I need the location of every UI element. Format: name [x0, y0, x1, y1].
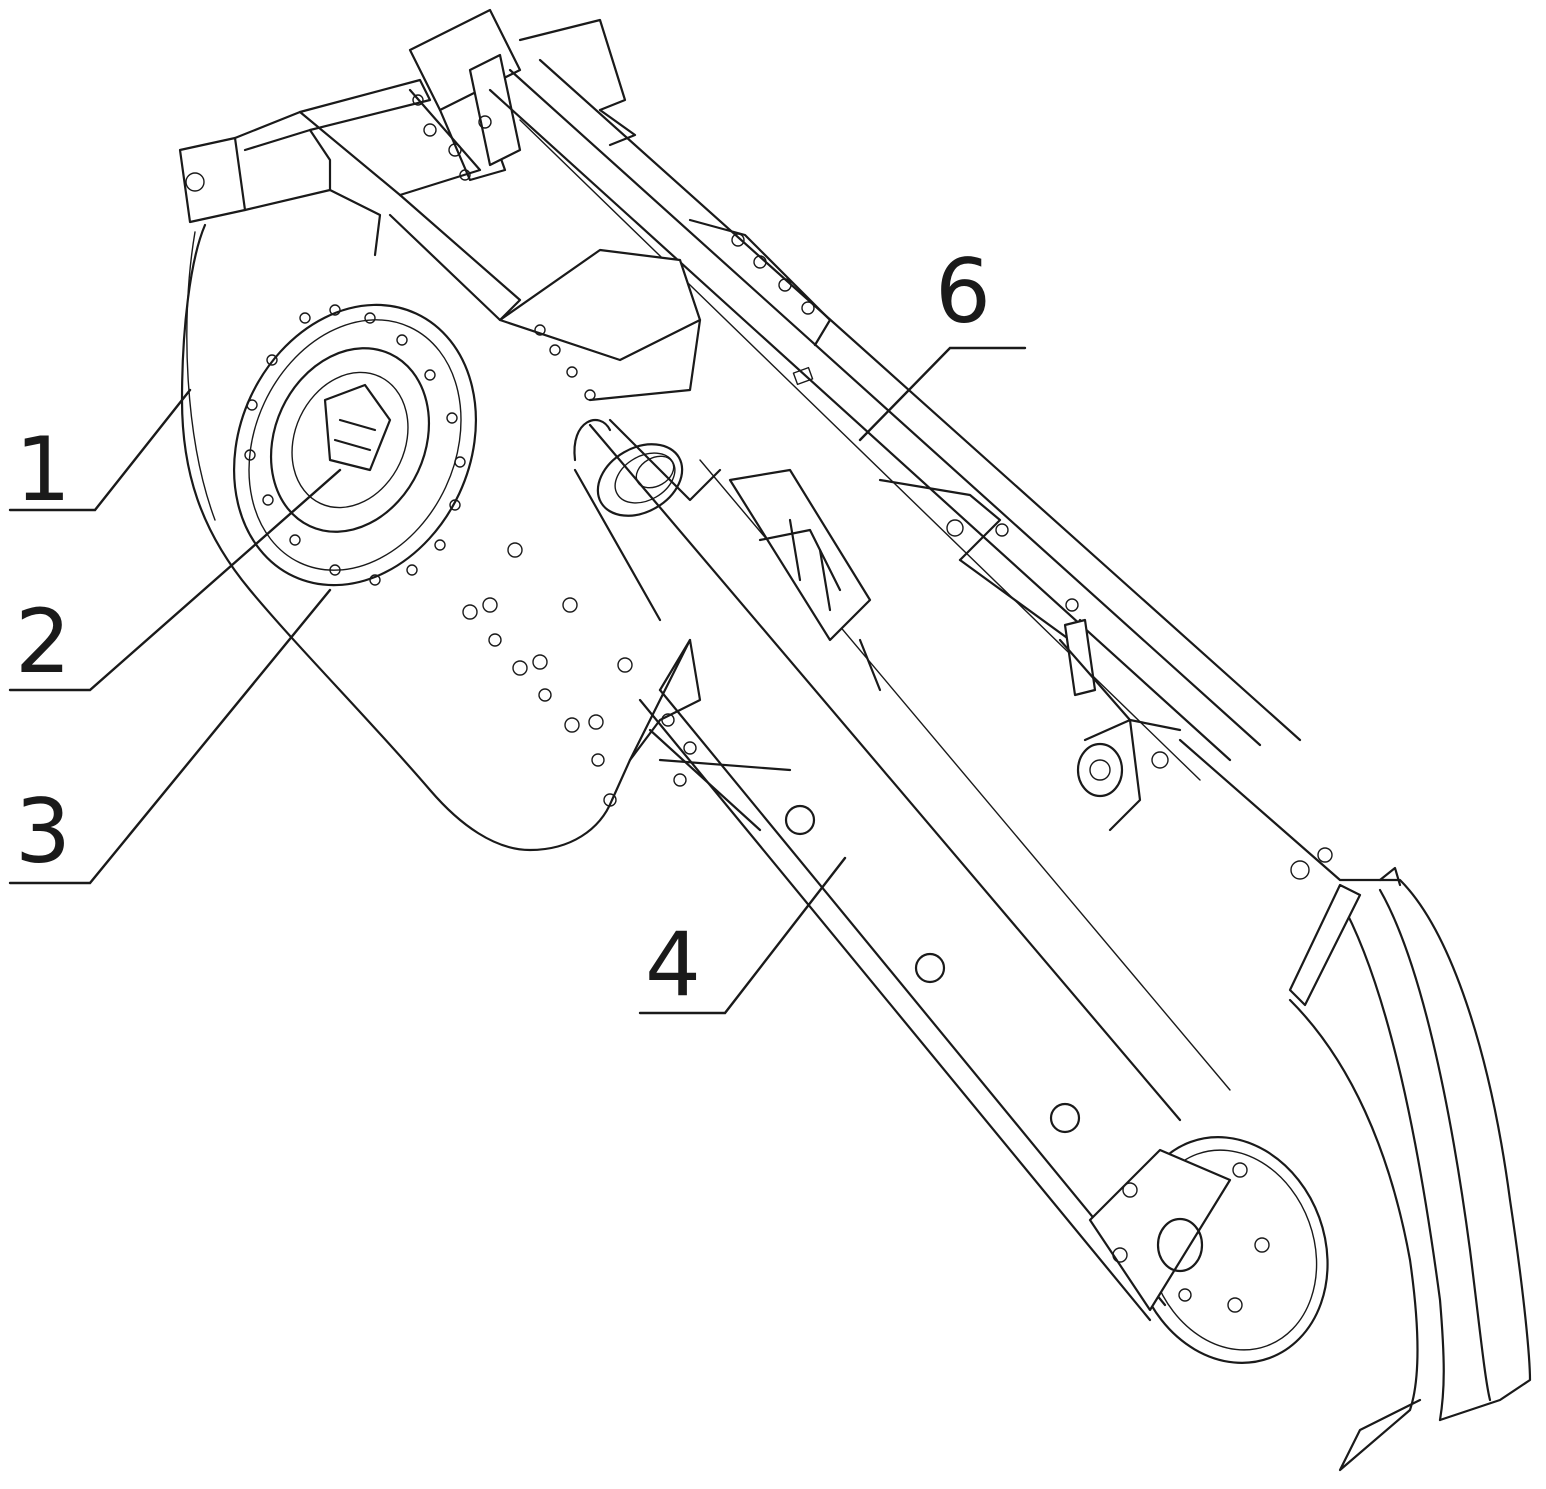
callout-2: 2 [15, 590, 71, 693]
top-roller [498, 248, 702, 517]
lower-arm [573, 418, 1231, 1322]
leader-3 [8, 588, 332, 885]
top-frame [178, 8, 637, 322]
upper-rail [488, 58, 1302, 781]
leader-2 [8, 468, 342, 692]
callout-4: 4 [645, 913, 701, 1016]
leader-6 [858, 346, 1027, 442]
callout-1: 1 [15, 418, 71, 521]
curved-shank [1178, 738, 1532, 1472]
leader-lines [8, 346, 1027, 1015]
pivot-block [1076, 718, 1333, 880]
leader-1 [8, 388, 192, 512]
callout-labels: 1 2 3 4 6 [15, 240, 991, 1016]
drive-disc [232, 303, 478, 587]
plate-bolts [462, 542, 633, 807]
idler-wheel [1088, 1136, 1329, 1364]
leader-4 [638, 856, 847, 1015]
callout-3: 3 [15, 780, 71, 883]
disc-bolts [244, 304, 466, 586]
housing-plate [180, 223, 692, 852]
callout-6: 6 [935, 240, 991, 343]
